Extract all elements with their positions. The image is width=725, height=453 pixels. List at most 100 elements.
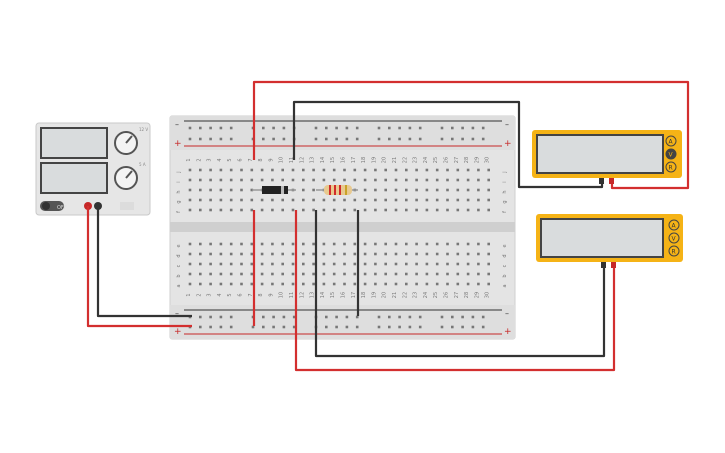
power-supply[interactable]: 12 V 5 A OFF [35, 122, 151, 216]
breadboard-hole[interactable] [343, 282, 346, 286]
breadboard-hole[interactable] [345, 315, 349, 319]
breadboard-hole[interactable] [335, 126, 338, 130]
breadboard-hole[interactable] [477, 262, 480, 266]
breadboard-hole[interactable] [451, 137, 454, 141]
breadboard-hole[interactable] [374, 198, 377, 202]
breadboard-hole[interactable] [219, 262, 223, 266]
breadboard-hole[interactable] [229, 126, 233, 130]
breadboard-hole[interactable] [343, 252, 346, 256]
breadboard-hole[interactable] [209, 208, 212, 212]
breadboard-hole[interactable] [446, 168, 449, 172]
breadboard-hole[interactable] [250, 272, 254, 276]
breadboard[interactable]: – + – + – + – + 112233445566778899101011… [169, 115, 516, 340]
breadboard-hole[interactable] [260, 208, 264, 212]
breadboard-hole[interactable] [418, 325, 422, 329]
breadboard-hole[interactable] [435, 252, 439, 256]
breadboard-hole[interactable] [291, 242, 295, 246]
breadboard-hole[interactable] [314, 126, 318, 130]
breadboard-hole[interactable] [435, 178, 439, 182]
breadboard-hole[interactable] [487, 262, 490, 266]
breadboard-hole[interactable] [435, 262, 439, 266]
breadboard-hole[interactable] [199, 282, 202, 286]
breadboard-hole[interactable] [199, 168, 202, 172]
breadboard-hole[interactable] [292, 315, 296, 319]
breadboard-hole[interactable] [188, 178, 192, 182]
breadboard-hole[interactable] [353, 198, 357, 202]
breadboard-hole[interactable] [363, 262, 367, 266]
breadboard-hole[interactable] [250, 242, 254, 246]
breadboard-hole[interactable] [345, 126, 349, 130]
breadboard-hole[interactable] [260, 252, 264, 256]
breadboard-hole[interactable] [394, 188, 398, 192]
breadboard-hole[interactable] [281, 198, 284, 202]
breadboard-hole[interactable] [281, 178, 284, 182]
breadboard-hole[interactable] [229, 272, 233, 276]
breadboard-hole[interactable] [281, 168, 284, 172]
breadboard-hole[interactable] [250, 198, 254, 202]
breadboard-hole[interactable] [281, 208, 284, 212]
breadboard-hole[interactable] [451, 315, 454, 319]
breadboard-hole[interactable] [345, 325, 349, 329]
mode-a-button[interactable] [665, 135, 677, 147]
breadboard-hole[interactable] [282, 137, 286, 141]
breadboard-hole[interactable] [388, 137, 391, 141]
mode-v-button[interactable] [665, 148, 677, 160]
breadboard-hole[interactable] [219, 325, 223, 329]
breadboard-hole[interactable] [312, 252, 315, 256]
breadboard-hole[interactable] [440, 325, 444, 329]
breadboard-hole[interactable] [456, 262, 460, 266]
breadboard-hole[interactable] [461, 325, 464, 329]
breadboard-hole[interactable] [219, 137, 223, 141]
breadboard-hole[interactable] [322, 168, 326, 172]
breadboard-hole[interactable] [343, 198, 346, 202]
breadboard-hole[interactable] [209, 188, 212, 192]
breadboard-hole[interactable] [353, 282, 357, 286]
breadboard-hole[interactable] [332, 208, 336, 212]
resistor[interactable] [316, 185, 358, 195]
breadboard-hole[interactable] [199, 242, 202, 246]
breadboard-hole[interactable] [272, 126, 275, 130]
breadboard-hole[interactable] [487, 188, 490, 192]
breadboard-hole[interactable] [229, 262, 233, 266]
breadboard-hole[interactable] [446, 242, 449, 246]
wire-red-supply[interactable] [86, 206, 192, 328]
breadboard-hole[interactable] [219, 178, 223, 182]
breadboard-hole[interactable] [440, 126, 444, 130]
breadboard-hole[interactable] [425, 178, 429, 182]
breadboard-hole[interactable] [388, 315, 391, 319]
breadboard-hole[interactable] [291, 282, 295, 286]
breadboard-hole[interactable] [199, 188, 202, 192]
breadboard-hole[interactable] [487, 168, 490, 172]
breadboard-hole[interactable] [374, 242, 377, 246]
breadboard-hole[interactable] [415, 282, 418, 286]
breadboard-hole[interactable] [398, 137, 401, 141]
breadboard-hole[interactable] [343, 272, 346, 276]
breadboard-hole[interactable] [219, 282, 223, 286]
breadboard-hole[interactable] [481, 126, 485, 130]
breadboard-hole[interactable] [322, 198, 326, 202]
breadboard-hole[interactable] [398, 325, 401, 329]
breadboard-hole[interactable] [415, 262, 418, 266]
wire-red-to-bottom-meter[interactable] [294, 210, 616, 372]
breadboard-hole[interactable] [415, 252, 418, 256]
breadboard-hole[interactable] [332, 262, 336, 266]
breadboard-hole[interactable] [456, 282, 460, 286]
breadboard-hole[interactable] [332, 242, 336, 246]
breadboard-hole[interactable] [456, 178, 460, 182]
breadboard-hole[interactable] [229, 315, 233, 319]
breadboard-hole[interactable] [425, 168, 429, 172]
breadboard-hole[interactable] [435, 198, 439, 202]
breadboard-hole[interactable] [219, 272, 223, 276]
breadboard-hole[interactable] [292, 325, 296, 329]
breadboard-hole[interactable] [209, 262, 212, 266]
breadboard-hole[interactable] [425, 188, 429, 192]
breadboard-hole[interactable] [451, 325, 454, 329]
diode[interactable] [252, 186, 296, 194]
breadboard-hole[interactable] [405, 208, 408, 212]
breadboard-hole[interactable] [363, 252, 367, 256]
breadboard-hole[interactable] [281, 282, 284, 286]
breadboard-hole[interactable] [325, 126, 328, 130]
breadboard-hole[interactable] [487, 272, 490, 276]
breadboard-hole[interactable] [398, 126, 401, 130]
breadboard-hole[interactable] [363, 178, 367, 182]
